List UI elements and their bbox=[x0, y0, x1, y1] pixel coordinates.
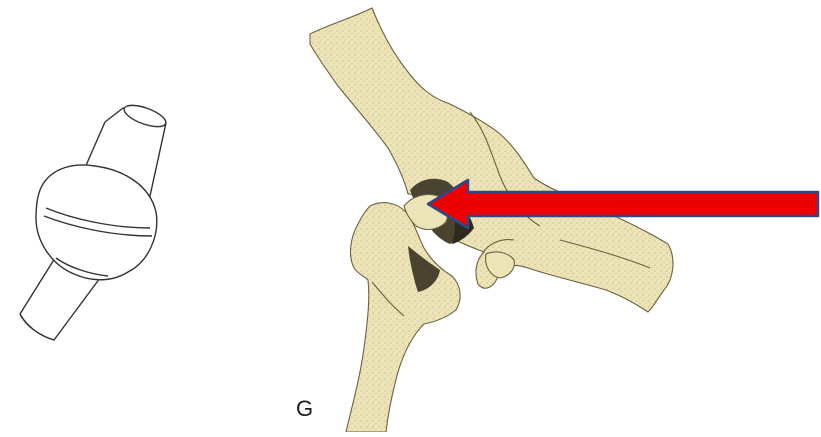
panel-label: G bbox=[296, 398, 313, 420]
ball-and-socket-joint-icon bbox=[20, 101, 168, 340]
